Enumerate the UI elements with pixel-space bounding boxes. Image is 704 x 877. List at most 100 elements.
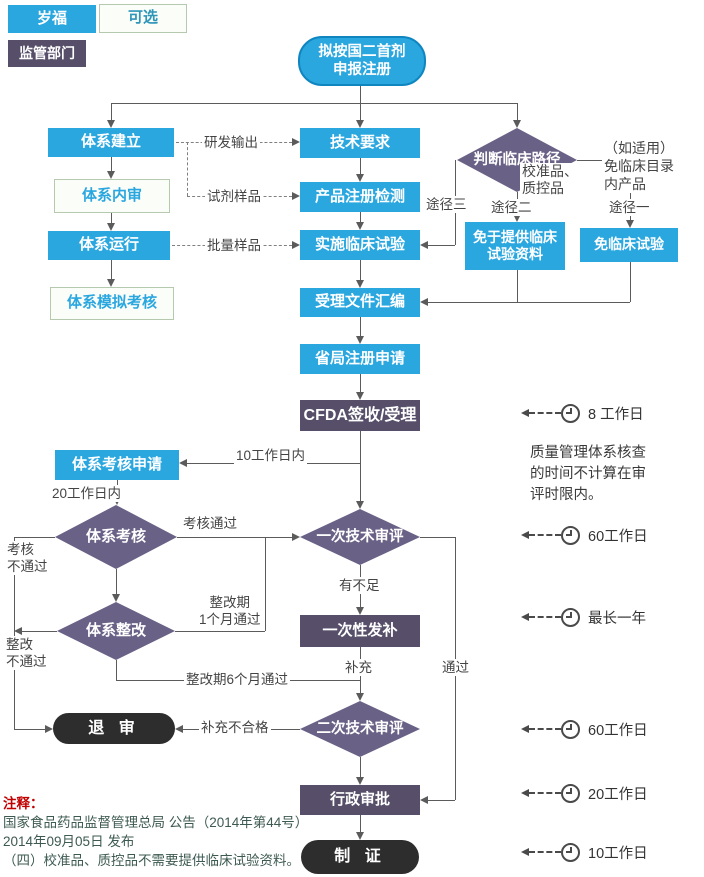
connector <box>14 729 45 730</box>
connector <box>428 302 630 303</box>
edge-label-supplement: 补充 <box>343 659 374 676</box>
edge-label-rectify-pass1: 整改期 1个月通过 <box>197 594 263 628</box>
node-registration-testing: 产品注册检测 <box>300 182 420 212</box>
arrowhead <box>107 223 115 231</box>
arrowhead <box>45 725 53 733</box>
node-exempt-clinical-trial: 免临床试验 <box>580 228 678 262</box>
arrowhead <box>292 241 300 249</box>
connector <box>111 103 517 104</box>
timer-label: 8 工作日 <box>588 406 644 423</box>
clock-icon <box>561 525 580 545</box>
node-system-build: 体系建立 <box>48 128 174 157</box>
arrow-left-icon <box>521 613 529 621</box>
connector <box>111 211 112 223</box>
connector <box>428 245 455 246</box>
edge-label-exam-fail: 考核 不通过 <box>5 541 50 575</box>
arrowhead <box>14 627 22 635</box>
edge-label-within10: 10工作日内 <box>234 447 308 464</box>
node-start: 拟按国二首剂 申报注册 <box>298 36 426 86</box>
clock-icon <box>561 842 580 862</box>
edge-label-batch-sample: 批量样品 <box>205 237 263 254</box>
arrowhead <box>107 120 115 128</box>
arrowhead <box>420 298 428 306</box>
arrowhead <box>420 796 428 804</box>
connector <box>360 815 361 832</box>
timer-row: 8 工作日 <box>521 403 644 423</box>
arrowhead <box>356 501 364 509</box>
dashed-line <box>529 792 561 794</box>
node-exempt-clinical-material: 免于提供临床 试验资料 <box>465 222 565 270</box>
arrowhead <box>356 280 364 288</box>
node-system-exam-application: 体系考核申请 <box>55 450 179 480</box>
arrow-left-icon <box>521 789 529 797</box>
arrowhead <box>356 120 364 128</box>
edge-label-calibrator: 校准品、 质控品 <box>520 163 580 197</box>
node-certificate: 制 证 <box>301 840 419 874</box>
timer-row: 20工作日 <box>521 783 648 803</box>
timer-row: 10工作日 <box>521 842 648 862</box>
footnote-line: 国家食品药品监督管理总局 公告（2014年第44号） <box>3 815 309 830</box>
node-system-rectification: 体系整改 <box>57 602 175 660</box>
node-system-operation: 体系运行 <box>48 231 170 260</box>
node-second-technical-review: 二次技术审评 <box>300 701 420 757</box>
connector <box>111 157 112 171</box>
connector <box>517 270 518 302</box>
arrowhead <box>356 693 364 701</box>
dashed-line <box>529 616 561 618</box>
arrowhead <box>356 222 364 230</box>
arrowhead <box>107 279 115 287</box>
arrowhead <box>356 832 364 840</box>
edge-label-supplement-fail: 补充不合格 <box>199 719 271 736</box>
arrowhead <box>292 138 300 146</box>
connector <box>428 800 455 801</box>
edge-label-route2: 途径二 <box>489 199 534 216</box>
clock-icon <box>561 783 580 803</box>
connector <box>360 212 361 222</box>
connector <box>360 374 361 392</box>
arrowhead <box>513 120 521 128</box>
timer-row: 最长一年 <box>521 607 646 627</box>
connector <box>14 537 55 538</box>
connector <box>111 103 112 120</box>
arrowhead <box>292 192 300 200</box>
connector <box>116 569 117 594</box>
footnote-title: 注释： <box>3 796 44 811</box>
arrowhead <box>356 336 364 344</box>
edge-label-route3: 途径三 <box>424 196 469 213</box>
node-technical-requirements: 技术要求 <box>300 128 420 158</box>
connector <box>22 631 57 632</box>
arrowhead <box>356 777 364 785</box>
node-reject: 退 审 <box>53 713 175 744</box>
node-cfda-acceptance: CFDA签收/受理 <box>300 400 420 431</box>
legend-mandatory-chip: 岁福 <box>8 5 96 33</box>
arrowhead <box>626 220 634 228</box>
arrowhead <box>292 533 300 541</box>
connector <box>177 537 292 538</box>
arrowhead <box>356 392 364 400</box>
arrowhead <box>175 725 183 733</box>
timer-label: 20工作日 <box>588 786 648 803</box>
timer-label: 60工作日 <box>588 528 648 545</box>
connector <box>630 262 631 302</box>
dashed-line <box>529 851 561 853</box>
arrow-left-icon <box>521 531 529 539</box>
connector <box>420 537 455 538</box>
connector <box>111 260 112 279</box>
legend-optional-chip: 可选 <box>99 4 187 33</box>
edge-label-rectify-pass6: 整改期6个月通过 <box>184 671 291 688</box>
arrowhead <box>356 174 364 182</box>
arrowhead <box>420 241 428 249</box>
node-system-internal-audit: 体系内审 <box>54 179 170 213</box>
timer-row: 60工作日 <box>521 719 648 739</box>
clock-icon <box>561 403 580 423</box>
connector <box>360 103 361 120</box>
legend-regulator-chip: 监管部门 <box>8 40 86 67</box>
arrowhead <box>513 214 521 222</box>
arrow-left-icon <box>521 725 529 733</box>
arrow-left-icon <box>521 409 529 417</box>
connector <box>187 142 188 196</box>
connector <box>360 260 361 280</box>
footnote-line: （四）校准品、质控品不需要提供临床试验资料。 <box>3 853 300 868</box>
timer-row: 60工作日 <box>521 525 648 545</box>
